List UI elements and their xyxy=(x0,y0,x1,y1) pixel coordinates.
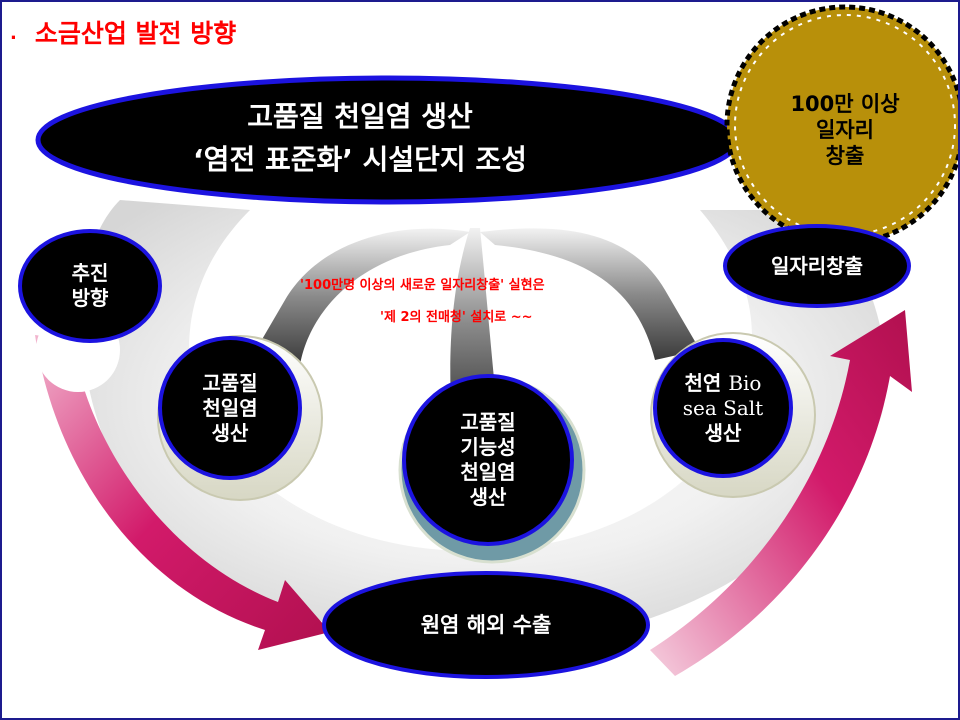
top-banner-text: 고품질 천일염 생산 ‘염전 표준화’ 시설단지 조성 xyxy=(60,83,660,193)
circle-2-label: 고품질 기능성 천일염 생산 xyxy=(410,380,566,540)
circle-1-line-3: 생산 xyxy=(211,420,249,445)
circle-3-line-3: 생산 xyxy=(704,420,742,445)
circle-1-line-1: 고품질 xyxy=(202,370,258,395)
title-text: 소금산업 발전 방향 xyxy=(34,19,237,48)
top-banner-line-1: 고품질 천일염 생산 xyxy=(247,99,473,133)
circle-2-line-1: 고품질 xyxy=(460,410,516,434)
circle-3-disc xyxy=(653,338,793,478)
circle-3-line-1: 천연 Bio xyxy=(684,370,762,395)
job-creation-oval xyxy=(723,224,911,308)
strategy-label: 추진 방향 xyxy=(25,236,155,336)
job-creation-label: 일자리창출 xyxy=(771,253,863,278)
strategy-line-2: 방향 xyxy=(71,286,109,310)
circle-3-line-2: sea Salt xyxy=(682,395,764,420)
note-line-1: '100만명 이상의 새로운 일자리창출' 실현은 xyxy=(300,278,545,293)
strategy-oval xyxy=(18,229,162,343)
grey-arrow-left xyxy=(250,228,470,365)
strategy-line-1: 추진 xyxy=(71,261,109,285)
circle-2-disc xyxy=(402,374,574,546)
title-bullet: . xyxy=(10,23,17,44)
top-banner-line-2: ‘염전 표준화’ 시설단지 조성 xyxy=(193,143,527,176)
gold-line-1: 100만 이상 xyxy=(790,91,900,116)
gold-line-2: 일자리 xyxy=(816,117,874,142)
circle-2-line-2: 기능성 xyxy=(460,435,516,459)
circle-1-disc xyxy=(158,336,302,480)
export-label: 원염 해외 수출 xyxy=(420,612,552,637)
grey-arrow-middle xyxy=(450,228,498,420)
background-swirl xyxy=(81,200,887,645)
circle-3-label: 천연 Bio sea Salt 생산 xyxy=(655,340,791,476)
magenta-arrow-right xyxy=(650,310,912,676)
circle-1-label: 고품질 천일염 생산 xyxy=(160,340,300,476)
circle-1-line-2: 천일염 xyxy=(202,395,258,420)
note-line-2: '제 2의 전매청' 설치로 ~~ xyxy=(380,310,533,325)
slide-title: . 소금산업 발전 방향 xyxy=(10,14,236,50)
gold-circle-text: 100만 이상 일자리 창출 xyxy=(730,60,960,200)
export-oval xyxy=(322,571,650,679)
gold-line-3: 창출 xyxy=(825,144,865,169)
circle-2-line-3: 천일염 xyxy=(460,460,516,484)
circle-2-line-4: 생산 xyxy=(469,485,507,509)
grey-arrow-right xyxy=(480,228,700,360)
